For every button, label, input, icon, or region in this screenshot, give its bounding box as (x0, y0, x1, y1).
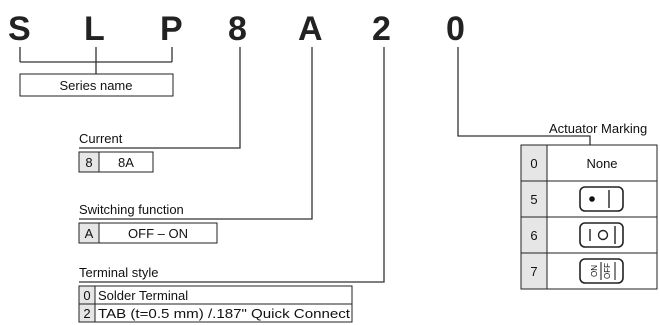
switching-value-cell (98, 222, 218, 244)
current-value-cell (98, 151, 154, 173)
switching-code: A (85, 226, 94, 241)
code-char-l: L (84, 10, 105, 48)
code-char-s: S (8, 10, 31, 48)
terminal-code-2: 2 (83, 306, 90, 321)
actuator-value-0: None (586, 156, 617, 171)
code-char-terminal: 2 (372, 10, 391, 48)
current-value: 8A (118, 155, 134, 170)
svg-text:OFF: OFF (603, 263, 612, 279)
current-title: Current (79, 131, 123, 146)
terminal-title: Terminal style (79, 265, 158, 280)
actuator-code-0: 0 (530, 156, 537, 171)
switching-title: Switching function (79, 202, 184, 217)
switching-value: OFF – ON (128, 226, 188, 241)
actuator-code-7: 7 (530, 264, 537, 279)
dot-bar-icon (579, 186, 624, 212)
series-name-label: Series name (60, 78, 133, 93)
on-off-icon: ON OFF (579, 258, 624, 284)
terminal-connector (79, 47, 385, 283)
actuator-code-5: 5 (530, 192, 537, 207)
series-name-box (19, 73, 174, 97)
code-char-function: A (298, 10, 323, 48)
svg-text:ON: ON (590, 265, 599, 277)
terminal-code-0: 0 (83, 288, 90, 303)
i-o-icon (579, 222, 624, 248)
terminal-value-2: TAB (t=0.5 mm) /.187" Quick Connect (98, 306, 350, 321)
terminal-value-cell-2 (94, 303, 353, 323)
series-connector (19, 47, 173, 74)
actuator-code-6: 6 (530, 228, 537, 243)
current-connector (79, 47, 241, 149)
terminal-value-0: Solder Terminal (98, 288, 188, 303)
switching-connector (79, 47, 313, 220)
actuator-connector (457, 47, 591, 145)
code-char-current: 8 (228, 10, 247, 48)
actuator-title: Actuator Marking (549, 121, 647, 136)
code-char-actuator: 0 (446, 10, 465, 48)
current-code: 8 (85, 155, 92, 170)
code-char-p: P (160, 10, 183, 48)
